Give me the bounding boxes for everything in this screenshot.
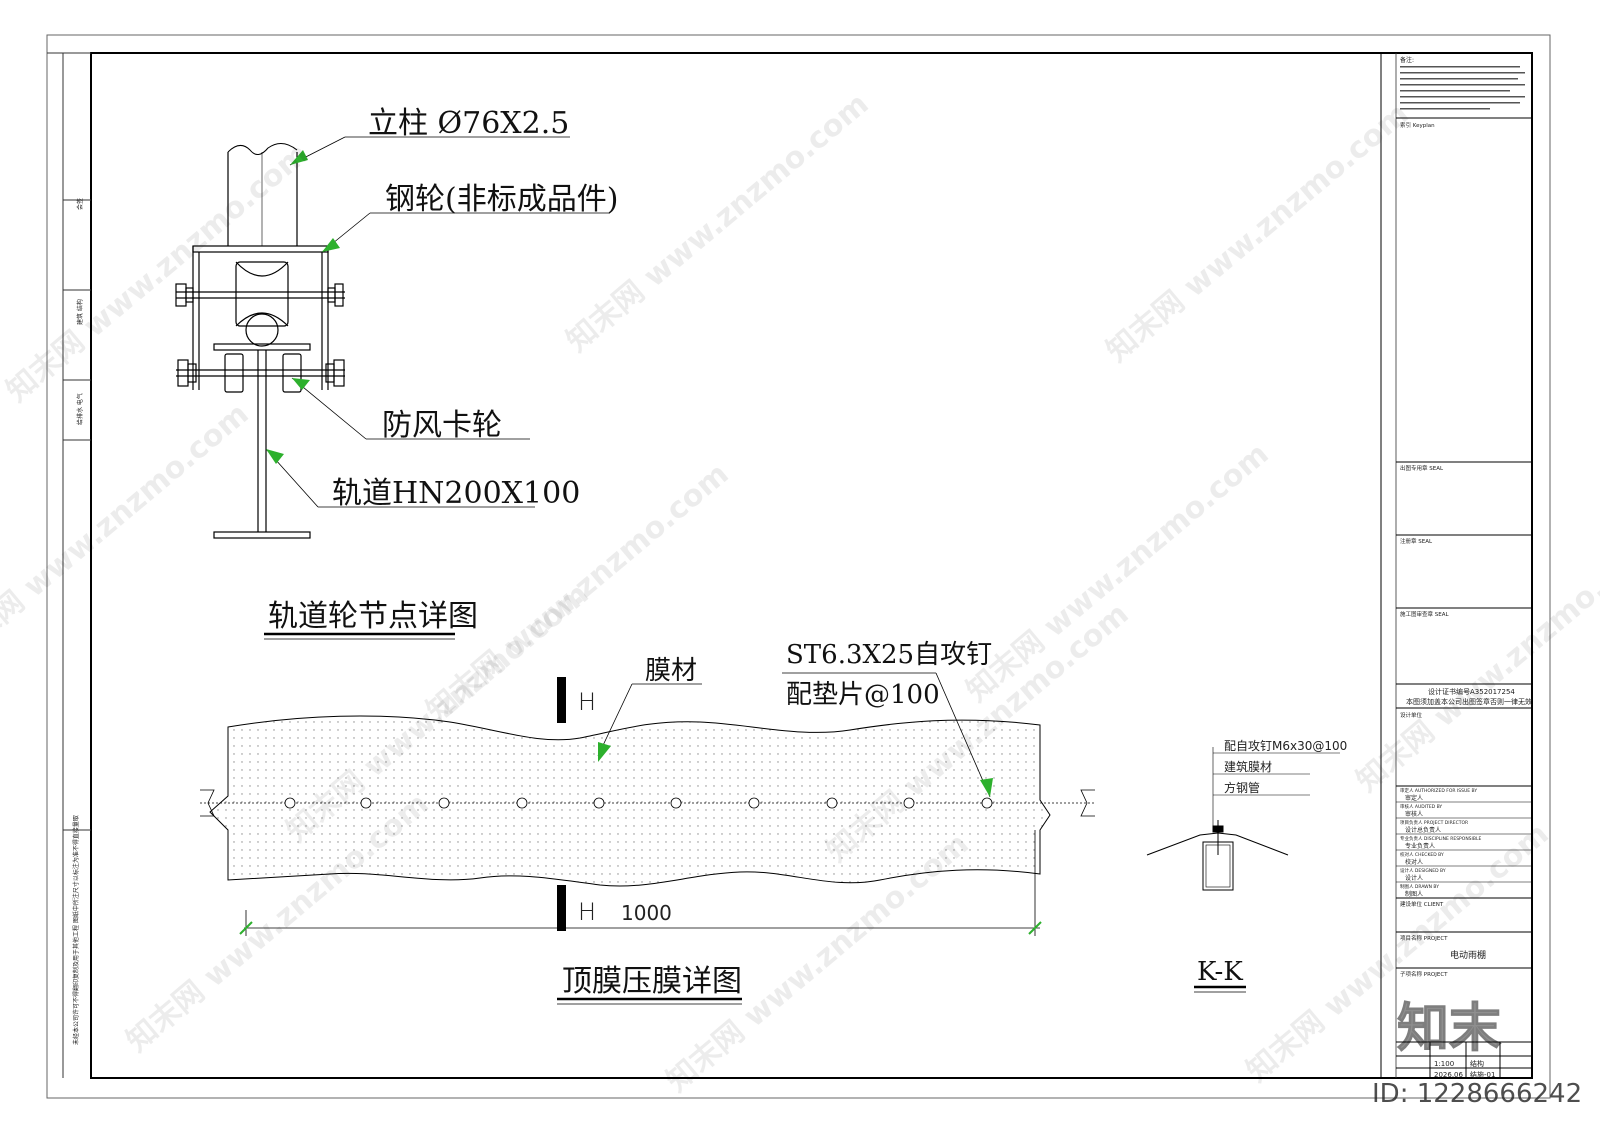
outer-border: [46, 34, 1551, 1099]
watermark-text: 知末网 www.znzmo.com: [560, 86, 875, 359]
signature-row-key: 审定人 AUTHORIZED FOR ISSUE BY: [1400, 787, 1477, 794]
watermark-text: 知末网 www.znzmo.com: [1100, 96, 1415, 369]
keyplan-label: 索引 Keyplan: [1400, 121, 1435, 129]
track-wheel-node-detail: [175, 143, 345, 539]
sheet-number: 结施-01: [1470, 1070, 1495, 1079]
left-binding-strip: 会签 建筑 结构 给排水 电气 未经本公司许可不得翻印复制及用于其他工程 图纸中…: [47, 52, 91, 1078]
column-label: 立柱 Ø76X2.5: [368, 106, 569, 141]
signature-row-key: 项目负责人 PROJECT DIRECTOR: [1400, 819, 1468, 826]
dimension-ticks: [239, 921, 1042, 935]
section-mark-top: H: [578, 688, 596, 716]
screw: [360, 797, 372, 809]
screw: [284, 797, 296, 809]
project-label: 项目名称 PROJECT: [1400, 934, 1448, 942]
section-mark-bottom: H: [578, 898, 596, 926]
strip-sign-1: 会签: [76, 198, 84, 210]
signature-row-value: 专业负责人: [1405, 842, 1435, 850]
screw-label-2: 配垫片@100: [786, 680, 940, 710]
membrane-panel: [200, 715, 1095, 887]
dimension-value: 1000: [621, 901, 672, 925]
seal-1-label: 出图专用章 SEAL: [1400, 464, 1444, 472]
signature-row-key: 审核人 AUDITED BY: [1400, 803, 1442, 810]
seal-2-label: 注册章 SEAL: [1400, 537, 1433, 545]
cert-number: 设计证书编号A352017254: [1428, 687, 1515, 696]
wind-wheels: [176, 353, 345, 393]
watermark-logo: 知末: [1397, 999, 1501, 1059]
signature-row-key: 专业负责人 DISCIPLINE RESPONSIBLE: [1400, 835, 1481, 842]
kk-tube-label: 方钢管: [1224, 780, 1260, 795]
dimension-line: [244, 830, 1040, 936]
screw: [670, 797, 682, 809]
column-post: [227, 143, 298, 246]
watermark-layer: 知末网 www.znzmo.com 知末网 www.znzmo.com 知末网 ww…: [0, 86, 1600, 1099]
project-name: 电动雨棚: [1450, 949, 1486, 961]
steel-wheel-label: 钢轮(非标成品件): [385, 182, 618, 217]
signature-row-value: 设计人: [1405, 874, 1423, 882]
screw: [826, 797, 838, 809]
discipline-value: 结构: [1470, 1059, 1484, 1068]
title-block: 备注: 索引 Keyplan 出图专用章 SEAL 注册章 SEAL 施工图审查…: [1380, 52, 1533, 1079]
kk-membrane-label: 建筑膜材: [1224, 759, 1272, 774]
section-cut-top: [557, 677, 566, 723]
screw: [748, 797, 760, 809]
wind-wheel-label: 防风卡轮: [382, 408, 502, 443]
screw-label-1: ST6.3X25自攻钉: [786, 640, 992, 670]
date-value: 2026.06: [1434, 1071, 1463, 1079]
design-unit-label: 设计单位: [1400, 711, 1423, 719]
membrane-label: 膜材: [645, 656, 697, 686]
subproject-label: 子项名称 PROJECT: [1400, 970, 1448, 978]
notes-header: 备注:: [1400, 56, 1414, 64]
signature-row-value: 制图人: [1405, 890, 1423, 898]
signature-row-value: 校对人: [1405, 858, 1423, 866]
track-label: 轨道HN200X100: [332, 476, 580, 511]
kk-screw-label: 配自攻钉M6x30@100: [1224, 739, 1347, 753]
seal-3-label: 施工图审查章 SEAL: [1400, 610, 1449, 618]
section-kk-title: K-K: [1197, 957, 1243, 987]
signature-row-value: 审定人: [1405, 794, 1423, 802]
cert-invalid: 否则一律无效: [1490, 697, 1532, 706]
membrane-leader-arrows: [598, 742, 993, 797]
screw: [981, 797, 993, 809]
strip-sign-3: 给排水 电气: [76, 393, 84, 425]
signature-row-key: 设计人 DESIGNED BY: [1400, 867, 1446, 874]
signature-row-key: 校对人 CHECKED BY: [1400, 851, 1444, 858]
node-detail-title: 轨道轮节点详图: [268, 599, 478, 634]
watermark-text: 知末网 www.znzmo.com: [1350, 526, 1600, 799]
node-leader-arrows: [266, 150, 340, 464]
screw: [438, 797, 450, 809]
signature-row-value: 设计总负责人: [1405, 826, 1441, 834]
strip-sign-2: 建筑 结构: [76, 299, 84, 325]
self-tapping-screws: [284, 797, 993, 809]
wheel-bracket: [192, 245, 329, 390]
watermark-text: 知末网 www.znzmo.com: [960, 436, 1275, 709]
notes-lines: [1400, 66, 1525, 110]
track-beam: [213, 343, 311, 539]
screw: [593, 797, 605, 809]
cert-note: 本图须加盖本公司出图签章: [1406, 697, 1490, 706]
section-cut-bottom: [557, 885, 566, 931]
watermark-id: ID: 1228666242: [1372, 1079, 1582, 1109]
client-label: 建设单位 CLIENT: [1400, 900, 1444, 908]
axle-bolt: [175, 283, 345, 307]
screw: [516, 797, 528, 809]
steel-wheel: [235, 261, 289, 347]
watermark-text: 知末网 www.znzmo.com: [0, 396, 255, 669]
screw: [903, 797, 915, 809]
scale-value: 1:100: [1434, 1060, 1454, 1068]
signature-row-key: 制图人 DRAWN BY: [1400, 883, 1439, 890]
section-kk: [1146, 747, 1340, 891]
strip-notes-text: 未经本公司许可不得翻印复制及用于其他工程 图纸中所注尺寸以标注为准不得直接量取: [72, 815, 80, 1045]
membrane-detail-title: 顶膜压膜详图: [562, 964, 742, 999]
signature-row-value: 审核人: [1405, 810, 1423, 818]
